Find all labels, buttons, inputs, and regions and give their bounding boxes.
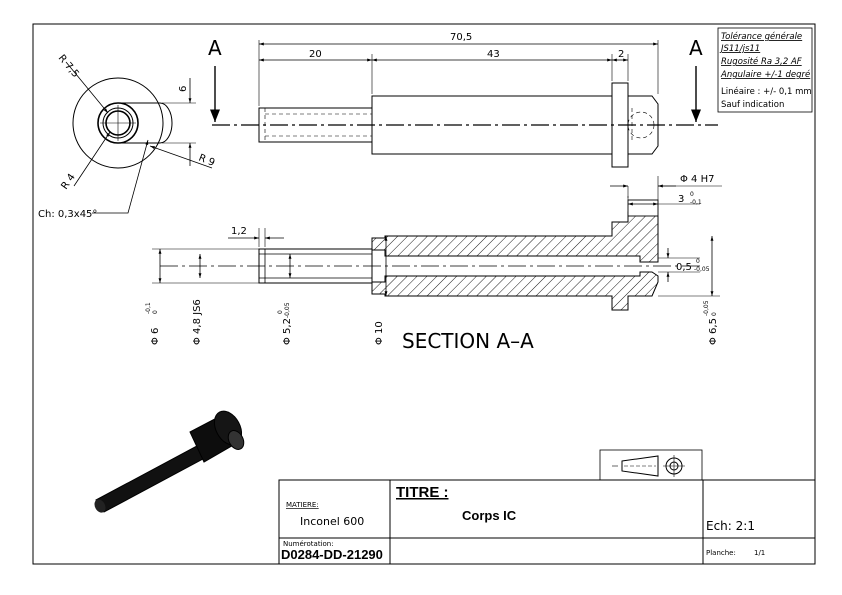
depth-05-tol-upper: 0 <box>696 258 700 265</box>
dia-48-label: Φ 4,8 JS6 <box>192 299 203 345</box>
len-2-label: 2 <box>618 49 624 60</box>
len-20-label: 20 <box>309 49 322 60</box>
side-view <box>209 40 718 168</box>
dia-65-tol-upper: -0,05 <box>703 300 710 316</box>
dia-65-label: Φ 6,5 <box>708 318 719 345</box>
depth-3-tol-lower: -0,1 <box>690 199 702 206</box>
radius-4-label: R 4 <box>59 172 77 192</box>
dia-52-tol-lower: -0,05 <box>284 302 291 318</box>
tol-line5: Linéaire : +/- 0,1 mm <box>721 86 812 97</box>
section-view <box>152 176 722 311</box>
radius-75-label: R 7,5 <box>56 53 81 80</box>
chamfer-label: Ch: 0,3x45° <box>38 209 97 220</box>
dia-6-label: Φ 6 <box>150 328 161 345</box>
section-label-right: A <box>689 36 703 60</box>
iso-view-image <box>94 410 245 513</box>
depth-05-label: 0,5 <box>676 262 692 273</box>
titre-label: TITRE : <box>396 484 449 501</box>
matiere-value: Inconel 600 <box>300 515 364 528</box>
bore-dia-label: Φ 4 H7 <box>680 174 714 185</box>
dia-65-tol-lower: 0 <box>711 312 718 316</box>
dia-10-label: Φ 10 <box>374 321 385 345</box>
radius-9-label: R 9 <box>197 153 216 169</box>
len-43-label: 43 <box>487 49 500 60</box>
len-12-label: 1,2 <box>231 226 247 237</box>
numerotation-value: D0284-DD-21290 <box>281 547 383 562</box>
planche-value: 1/1 <box>754 549 765 557</box>
planche-label: Planche: <box>706 549 736 557</box>
dia-52-tol-upper: 0 <box>277 310 284 314</box>
projection-symbol-icon <box>612 455 685 477</box>
tolerance-box <box>717 27 813 113</box>
end-view <box>65 61 213 214</box>
depth-3-label: 3 <box>678 194 684 205</box>
tol-line1: Tolérance générale <box>721 31 802 42</box>
titre-value: Corps IC <box>462 508 517 523</box>
matiere-label: MATIERE: <box>286 501 319 509</box>
depth-3-tol-upper: 0 <box>690 191 694 198</box>
height-6-label: 6 <box>178 86 189 92</box>
tol-line2: JS11/js11 <box>719 44 760 54</box>
echelle-value: Ech: 2:1 <box>706 519 755 533</box>
numerotation-label: Numérotation: <box>283 540 334 548</box>
section-title: SECTION A–A <box>402 329 534 353</box>
overall-length-label: 70,5 <box>450 32 472 43</box>
dia-6-tol-lower: 0 <box>152 310 159 314</box>
dia-52-label: Φ 5,2 <box>282 318 293 345</box>
section-label-left: A <box>208 36 222 60</box>
tol-line4: Angulaire +/-1 degré <box>720 69 810 80</box>
dia-6-tol-upper: -0,1 <box>145 302 152 314</box>
depth-05-tol-lower: -0,05 <box>694 266 710 273</box>
title-block-frame <box>278 449 816 565</box>
tol-line6: Sauf indication <box>721 100 784 110</box>
tol-line3: Rugosité Ra 3,2 AF <box>721 56 802 67</box>
